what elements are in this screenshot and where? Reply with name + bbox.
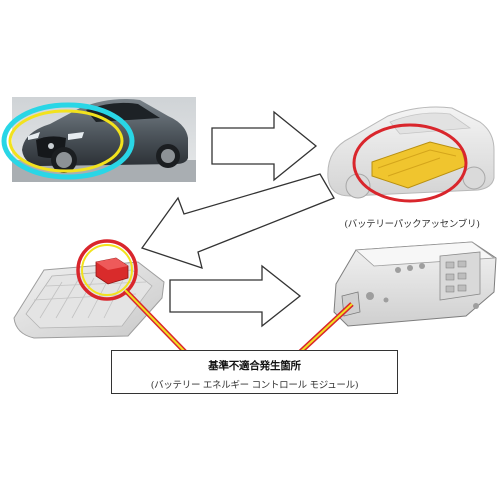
battery-highlight-ring: [352, 123, 468, 203]
leader-lines: [123, 288, 354, 358]
front-highlight-ring-outer: [1, 102, 135, 180]
car-xray-illustration: [327, 106, 495, 203]
module-highlight-ring-yellow: [81, 244, 133, 296]
battery-pack-illustration: [13, 239, 165, 339]
control-module-illustration: [333, 241, 497, 327]
module-highlight-ring-red: [76, 239, 138, 301]
front-highlight-ring-inner: [8, 109, 124, 173]
callout-subtitle: (バッテリー エネルギー コントロール モジュール): [150, 380, 359, 391]
callout-title: 基準不適合発生箇所: [208, 360, 301, 372]
car-photo: [1, 97, 196, 182]
arrow-right-bottom: [169, 264, 302, 328]
battery-pack-assembly-label: (バッテリーパックアッセンブリ): [344, 219, 480, 230]
arrow-diagonal: [140, 173, 335, 269]
arrow-right-top: [211, 110, 318, 182]
nonconformity-callout: 基準不適合発生箇所 (バッテリー エネルギー コントロール モジュール): [111, 350, 398, 394]
